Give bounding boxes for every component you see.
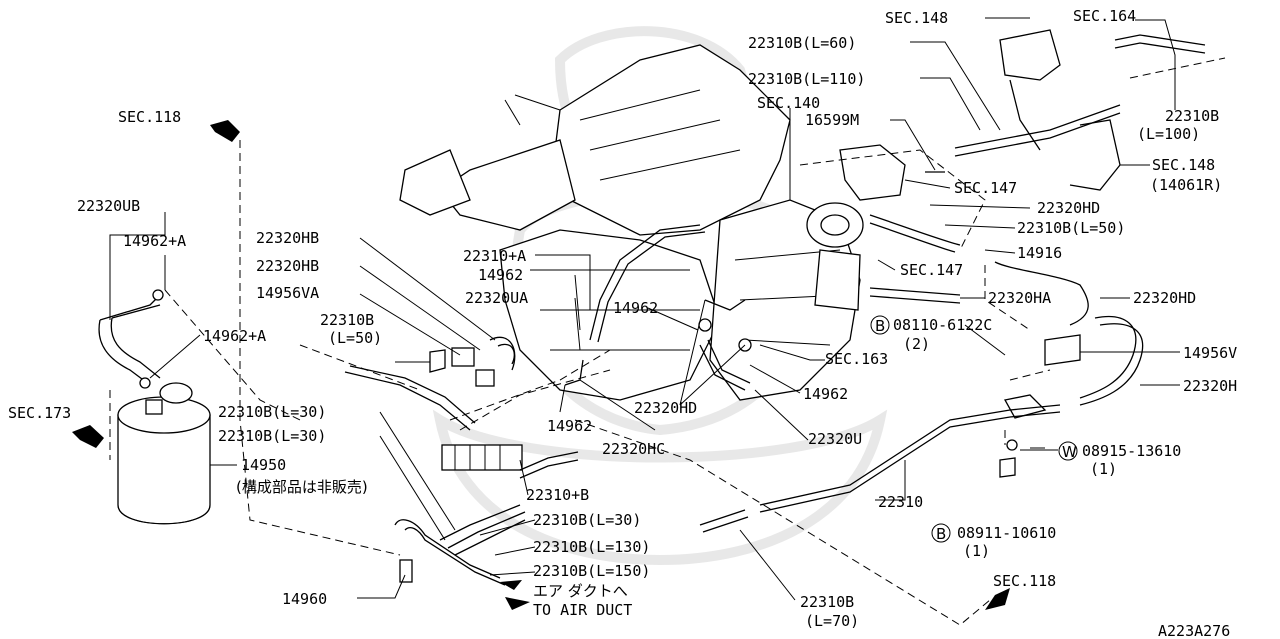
label-sec163: SEC.163 xyxy=(825,350,888,368)
label-22320hb-2: 22320HB xyxy=(256,257,319,275)
label-22310b-l30-3: 22310B(L=30) xyxy=(533,511,641,529)
callout-b-bolt: B xyxy=(875,317,885,335)
label-sec173: SEC.173 xyxy=(8,404,71,422)
part-labels: SEC.148 SEC.164 22310B(L=60) 22310B(L=11… xyxy=(8,7,1237,639)
label-22310: 22310 xyxy=(878,493,923,511)
label-22310b-l110: 22310B(L=110) xyxy=(748,70,865,88)
callout-w-washer: W xyxy=(1062,443,1077,461)
label-22310a: 22310+A xyxy=(463,247,526,265)
label-22310b-l50-right: 22310B(L=50) xyxy=(1017,219,1125,237)
label-14061r: (14061R) xyxy=(1150,176,1222,194)
label-sec140: SEC.140 xyxy=(757,94,820,112)
label-22320u: 22320U xyxy=(808,430,862,448)
lower-hoses xyxy=(394,504,526,586)
right-hoses xyxy=(699,29,1206,533)
label-14962-right: 14962 xyxy=(803,385,848,403)
valve-cluster xyxy=(344,336,579,479)
label-22310b-right: 22310B xyxy=(1165,107,1219,125)
label-14960: 14960 xyxy=(282,590,327,608)
label-22310b-l130: 22310B(L=130) xyxy=(533,538,650,556)
leader-lines xyxy=(109,17,1226,626)
label-22320ua: 22320UA xyxy=(465,289,528,307)
label-14956v: 14956V xyxy=(1183,344,1237,362)
label-14956va: 14956VA xyxy=(256,284,319,302)
flow-arrows xyxy=(72,120,1010,610)
label-washer-qty: (1) xyxy=(1090,460,1117,478)
label-22310b-l50-left-1: 22310B xyxy=(320,311,374,329)
label-22310b-l60: 22310B(L=60) xyxy=(748,34,856,52)
label-sec164: SEC.164 xyxy=(1073,7,1136,25)
label-22310b-l150: 22310B(L=150) xyxy=(533,562,650,580)
label-washer-08915: 08915-13610 xyxy=(1082,442,1181,460)
label-14916: 14916 xyxy=(1017,244,1062,262)
label-22310b-l50-left-2: (L=50) xyxy=(328,329,382,347)
label-14950: 14950 xyxy=(241,456,286,474)
label-22320hc: 22320HC xyxy=(602,440,665,458)
label-22320ha: 22320HA xyxy=(988,289,1051,307)
label-14962-c1: 14962 xyxy=(478,266,523,284)
label-bolt-08110: 08110-6122C xyxy=(893,316,992,334)
label-air-duct-en: TO AIR DUCT xyxy=(533,601,632,619)
label-14962a-1: 14962+A xyxy=(123,232,186,250)
label-22320hd-b: 22320HD xyxy=(1133,289,1196,307)
label-22320h: 22320H xyxy=(1183,377,1237,395)
label-22310-b: 22310+B xyxy=(526,486,589,504)
label-14962-c2: 14962 xyxy=(613,299,658,317)
label-sec148-right: SEC.148 xyxy=(1152,156,1215,174)
label-14962a-2: 14962+A xyxy=(203,327,266,345)
label-drawing-code: A223A276 xyxy=(1158,622,1230,639)
label-sec147-a: SEC.147 xyxy=(954,179,1017,197)
label-sec118-bottom-right: SEC.118 xyxy=(993,572,1056,590)
label-nut-qty: (1) xyxy=(963,542,990,560)
callout-b-nut: B xyxy=(936,525,946,543)
label-sec148-top: SEC.148 xyxy=(885,9,948,27)
label-22320ub: 22320UB xyxy=(77,197,140,215)
label-l100: (L=100) xyxy=(1137,125,1200,143)
label-air-duct-jp: エア ダクトへ xyxy=(533,582,628,600)
label-22310b-l30-2: 22310B(L=30) xyxy=(218,427,326,445)
label-16599m: 16599M xyxy=(805,111,859,129)
canister-14950 xyxy=(117,382,211,525)
label-22310b-bottom: 22310B xyxy=(800,593,854,611)
callouts: B W B xyxy=(870,315,1078,543)
label-l70: (L=70) xyxy=(805,612,859,630)
label-bolt-qty: (2) xyxy=(903,335,930,353)
label-22320hd-c: 22320HD xyxy=(634,399,697,417)
label-22310b-l30-1: 22310B(L=30) xyxy=(218,403,326,421)
label-14950-note: (構成部品は非販売) xyxy=(236,478,368,496)
label-sec147-b: SEC.147 xyxy=(900,261,963,279)
label-14962-c3: 14962 xyxy=(547,417,592,435)
hose-22320ub xyxy=(98,289,164,389)
label-sec118-top-left: SEC.118 xyxy=(118,108,181,126)
label-22320hd-a: 22320HD xyxy=(1037,199,1100,217)
engine-outline xyxy=(399,44,906,401)
label-nut-08911: 08911-10610 xyxy=(957,524,1056,542)
label-22320hb-1: 22320HB xyxy=(256,229,319,247)
